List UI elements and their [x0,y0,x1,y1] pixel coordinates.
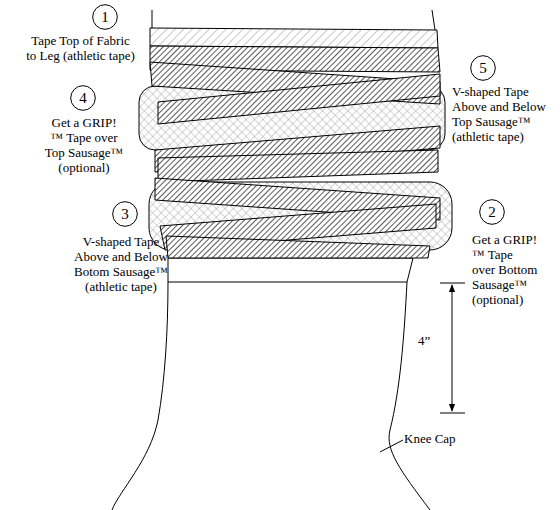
callout-number: 4 [70,85,96,111]
leg-outline [112,258,168,510]
callout-circle: 2Get a GRIP!™ Tape over Bottom Sausage™ … [479,199,505,225]
dimension-tick [440,413,465,414]
dimension-tick [440,283,465,284]
callout-circle-shape [93,5,118,30]
callout-circle: 1Tape Top of Fabric to Leg (athletic tap… [92,4,118,30]
callout-description: V-shaped Tape Above and Below Botom Saus… [62,234,180,294]
tape-strip [158,150,438,182]
tape-strip [166,236,430,258]
leg-outline [432,10,435,30]
callout-number: 5 [470,55,496,81]
callout-circle-shape [480,200,505,225]
dimension-label: 4” [418,333,430,348]
dimension-arrow [452,285,453,411]
leg-outline [389,258,430,510]
part-label: Knee Cap [404,431,456,446]
callout-description: V-shaped Tape Above and Below Top Sausag… [452,84,556,144]
callout-description: Get a GRIP!™ Tape over Top Sausage™ (opt… [34,115,134,175]
callout-number: 2 [479,199,505,225]
callout-number: 3 [112,201,138,227]
callout-circle: 3V-shaped Tape Above and Below Botom Sau… [112,201,138,227]
callout-circle-shape [471,56,496,81]
callout-circle-shape [71,86,96,111]
callout-description: Get a GRIP!™ Tape over Bottom Sausage™ (… [472,232,552,307]
callout-circle: 4Get a GRIP!™ Tape over Top Sausage™ (op… [70,85,96,111]
leader-line [380,440,403,452]
tape-strip [158,74,440,124]
fabric-edge [168,282,407,283]
callout-circle: 5V-shaped Tape Above and Below Top Sausa… [470,55,496,81]
callout-number: 1 [92,4,118,30]
fabric-top [150,28,438,48]
callout-circle-shape [113,202,138,227]
callout-description: Tape Top of Fabric to Leg (athletic tape… [8,33,153,63]
leg-outline [152,10,153,30]
